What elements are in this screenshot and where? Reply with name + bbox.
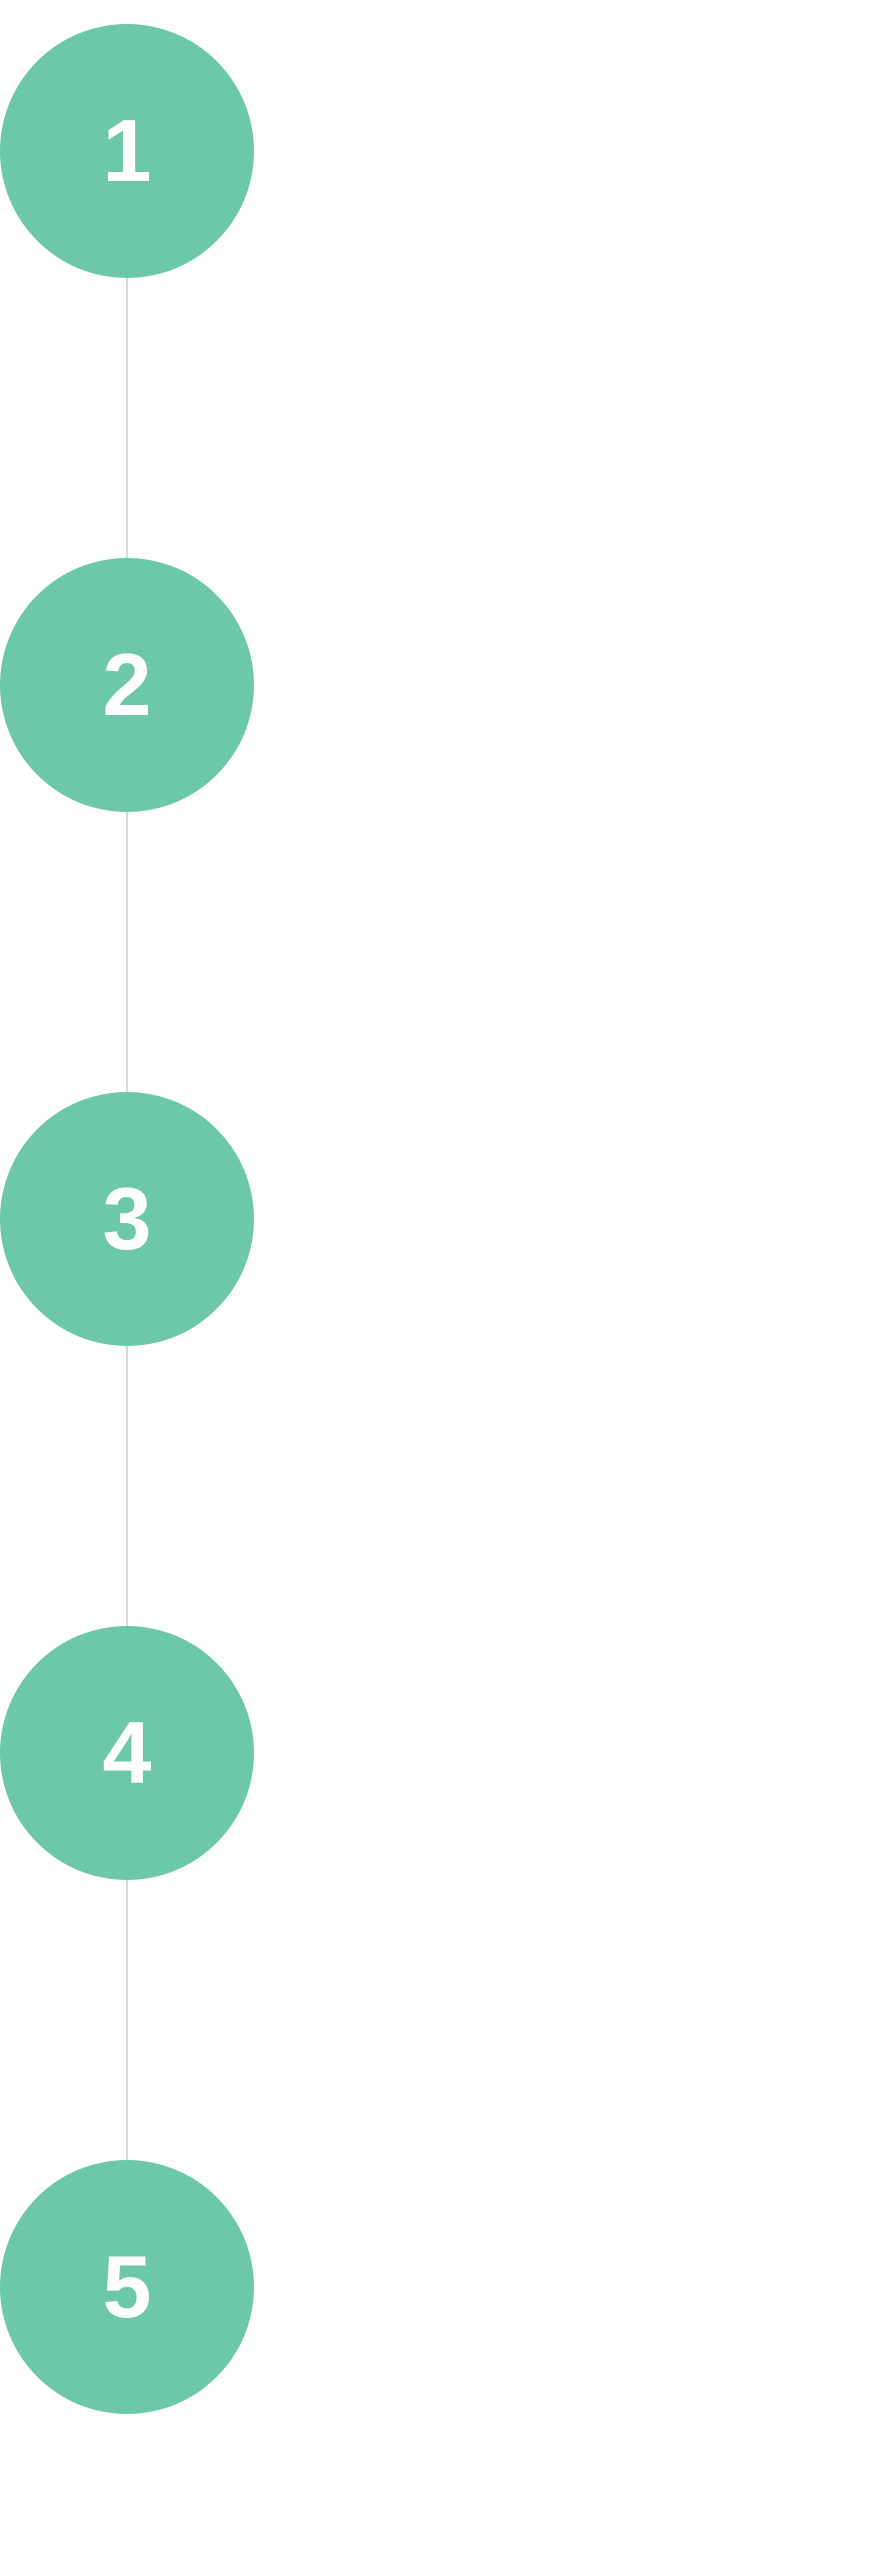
step-circle-3[interactable]: 3 <box>0 1092 254 1346</box>
step-connector <box>126 1344 128 1628</box>
step-circle-2[interactable]: 2 <box>0 558 254 812</box>
step-connector <box>126 810 128 1094</box>
step-connector <box>126 276 128 560</box>
step-number: 4 <box>102 1703 152 1802</box>
step-circle-1[interactable]: 1 <box>0 24 254 278</box>
step-connector <box>126 1878 128 2162</box>
step-number: 5 <box>102 2237 152 2336</box>
step-number: 3 <box>102 1169 152 1268</box>
step-number: 1 <box>102 101 152 200</box>
step-circle-5[interactable]: 5 <box>0 2160 254 2414</box>
step-number: 2 <box>102 635 152 734</box>
step-circle-4[interactable]: 4 <box>0 1626 254 1880</box>
